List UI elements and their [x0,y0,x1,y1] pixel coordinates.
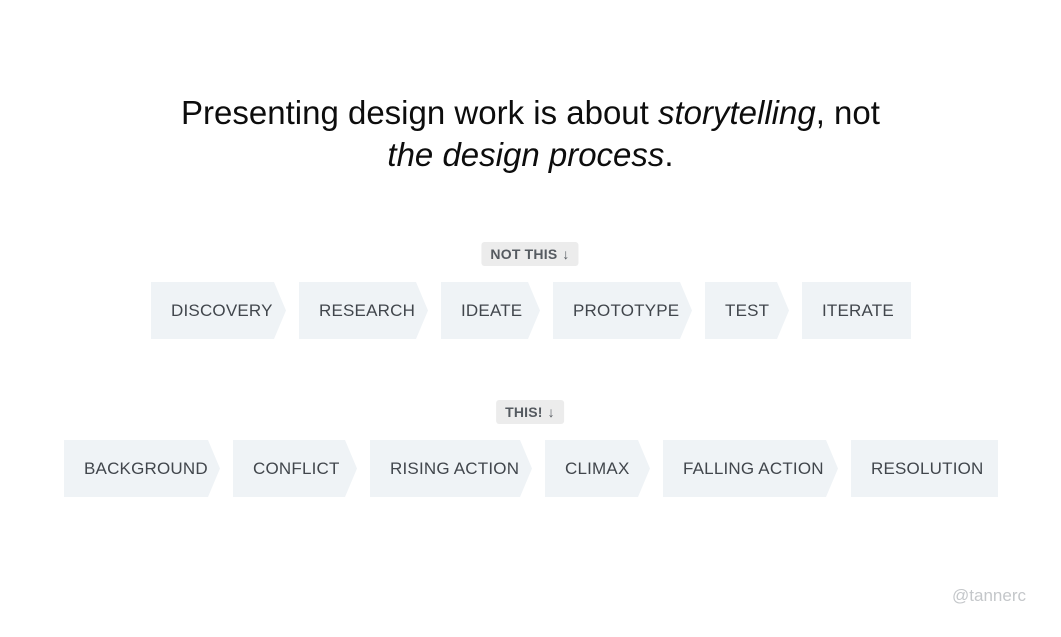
headline-part-2: , not [815,94,880,131]
author-credit: @tannerc [952,586,1026,605]
not-this-badge: NOT THIS↓ [481,242,579,266]
headline-part-3: . [664,136,674,173]
not-this-label: NOT THIS [490,246,558,262]
step-prototype: PROTOTYPE [553,282,692,339]
headline: Presenting design work is about storytel… [0,92,1061,176]
step-iterate: ITERATE [802,282,911,339]
step-test: TEST [705,282,789,339]
step-climax: CLIMAX [545,440,650,497]
step-discovery: DISCOVERY [151,282,286,339]
step-falling-action: FALLING ACTION [663,440,838,497]
step-research: RESEARCH [299,282,428,339]
step-resolution: RESOLUTION [851,440,998,497]
this-badge: THIS!↓ [496,400,564,424]
arrow-down-icon: ↓ [562,246,570,262]
step-background: BACKGROUND [64,440,220,497]
design-process-flow: DISCOVERY RESEARCH IDEATE PROTOTYPE TEST… [0,282,1061,339]
this-label: THIS! [505,404,543,420]
step-rising-action: RISING ACTION [370,440,532,497]
storytelling-flow: BACKGROUND CONFLICT RISING ACTION CLIMAX… [0,440,1061,497]
headline-part-1: Presenting design work is about [181,94,658,131]
arrow-down-icon: ↓ [547,404,555,420]
headline-emphasis-process: the design process [387,136,665,173]
headline-emphasis-storytelling: storytelling [657,94,816,131]
step-ideate: IDEATE [441,282,540,339]
step-conflict: CONFLICT [233,440,357,497]
